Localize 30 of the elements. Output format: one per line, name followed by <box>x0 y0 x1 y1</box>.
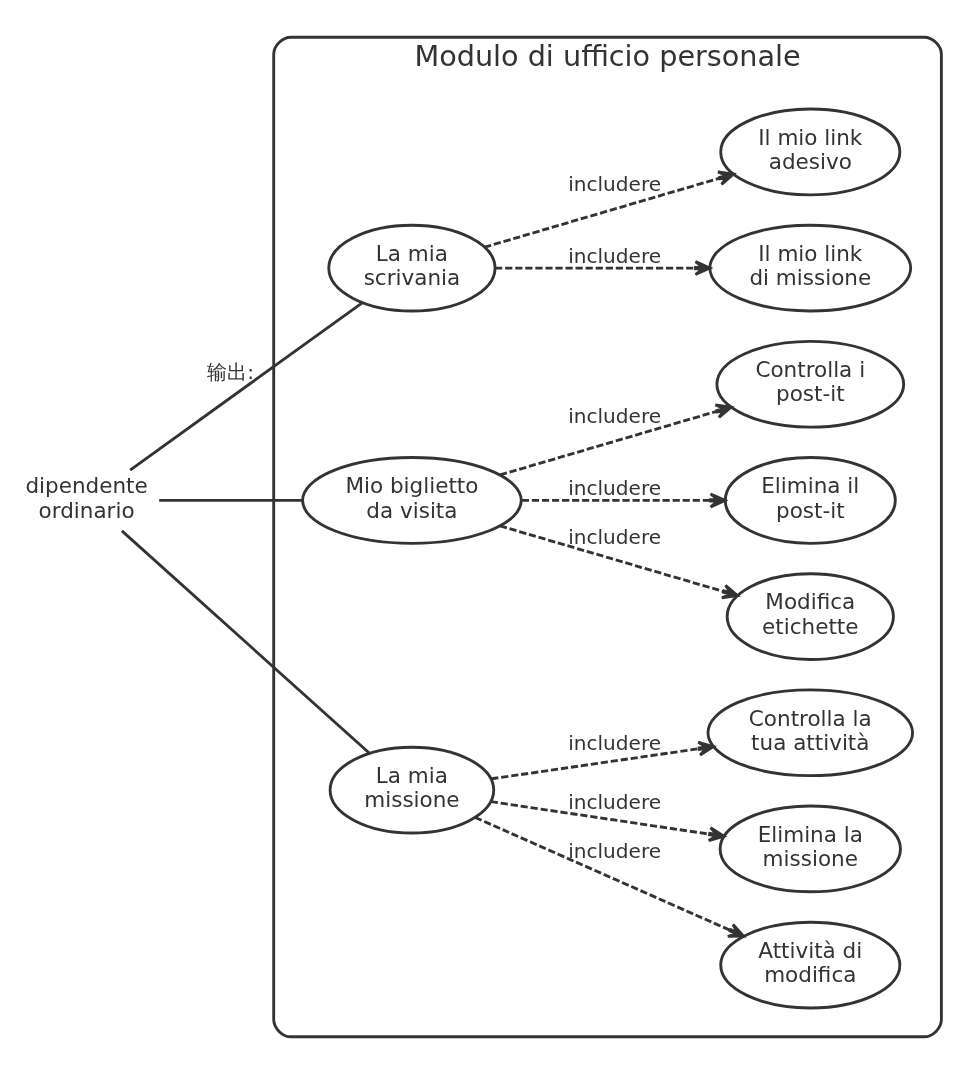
connector <box>120 529 371 755</box>
arrow <box>499 403 733 477</box>
edge-label: includere <box>568 404 662 429</box>
edge-label: includere <box>568 790 662 815</box>
node-ellipse: Elimina il post-it <box>723 456 897 545</box>
node-ellipse: Modifica etichette <box>725 572 895 661</box>
node-ellipse: Il mio link adesivo <box>719 107 902 197</box>
node-ellipse: Il mio link di missione <box>708 223 913 313</box>
edge-label: includere <box>568 838 662 863</box>
node-ellipse: Mio biglietto da visita <box>301 456 523 545</box>
connector <box>159 499 303 502</box>
edge-label: includere <box>568 475 662 500</box>
node-ellipse: Controlla la tua attività <box>706 688 915 778</box>
edge-label: includere <box>568 171 662 196</box>
node-ellipse: Elimina la missione <box>718 804 902 894</box>
edge-label: includere <box>568 524 662 549</box>
node-ellipse: La mia scrivania <box>327 223 497 313</box>
edge-label: 输出: <box>207 359 255 384</box>
arrow <box>474 816 745 938</box>
node-ellipse: La mia missione <box>328 745 496 835</box>
edge-label: includere <box>568 243 662 268</box>
arrow <box>521 492 727 509</box>
arrow <box>499 524 739 600</box>
edge-label: includere <box>568 731 662 756</box>
connector <box>129 301 364 472</box>
node-text: dipendente ordinario <box>25 473 148 523</box>
arrow <box>490 800 726 842</box>
arrow <box>484 170 735 249</box>
arrow <box>491 740 715 781</box>
arrow <box>495 260 712 276</box>
